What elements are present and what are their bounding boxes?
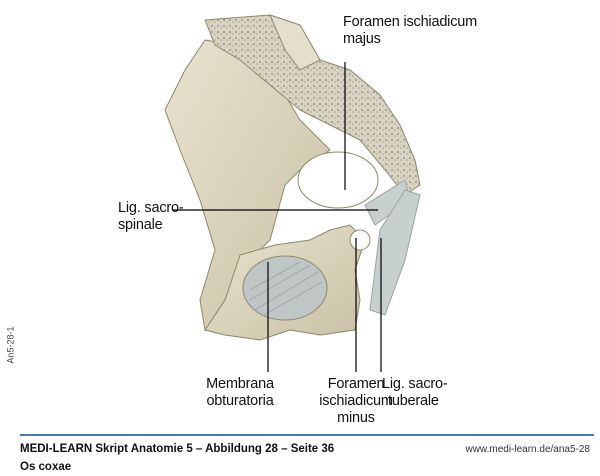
label-line: spinale: [118, 217, 163, 233]
label-lig-sacrospinale: Lig. sacro- spinale: [118, 200, 184, 234]
label-line: ischiadicum: [319, 393, 393, 409]
label-line: Lig. sacro-: [118, 200, 184, 216]
label-foramen-ischiadicum-minus: Foramen ischiadicum minus: [312, 376, 400, 427]
label-line: majus: [343, 31, 381, 47]
label-line: obturatoria: [206, 393, 274, 409]
footer-url[interactable]: www.medi-learn.de/ana5-28: [465, 444, 590, 455]
lig-sacrotuberale-shape: [369, 189, 421, 316]
label-foramen-ischiadicum-majus: Foramen ischiadicum majus: [343, 14, 477, 48]
figure-title: Os coxae: [20, 461, 72, 473]
label-line: Foramen ischiadicum: [343, 14, 477, 30]
foramen-minus-shape: [349, 229, 371, 251]
footer-divider: [20, 434, 594, 436]
label-membrana-obturatoria: Membrana obturatoria: [200, 376, 280, 410]
label-line: tuberale: [388, 393, 439, 409]
foramen-majus-shape: [297, 151, 379, 209]
label-lig-sacrotuberale: Lig. sacro- tuberale: [382, 376, 448, 410]
label-line: minus: [337, 410, 375, 426]
label-line: Lig. sacro-: [382, 376, 448, 392]
label-line: Membrana: [206, 376, 274, 392]
membrana-obturatoria-shape: [242, 255, 328, 321]
footer-source: MEDI-LEARN Skript Anatomie 5 – Abbildung…: [20, 443, 335, 455]
figure-code: An5-28-1: [5, 326, 16, 364]
label-line: Foramen: [327, 376, 385, 392]
